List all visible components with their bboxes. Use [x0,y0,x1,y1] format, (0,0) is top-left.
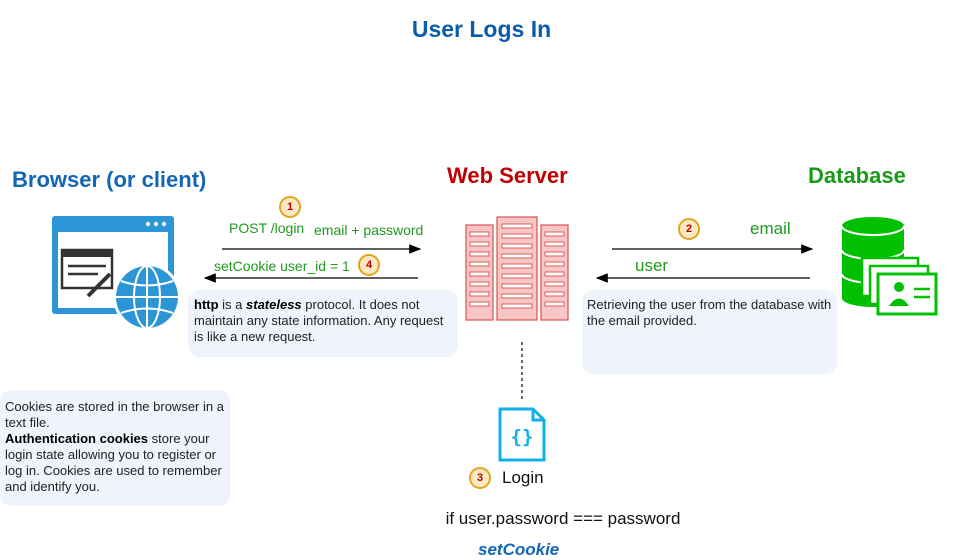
http-note: http is a stateless protocol. It does no… [188,290,458,357]
cookies-note-line1: Cookies are stored in the browser in a t… [5,399,224,430]
password-check-condition: if user.password === password [445,509,681,528]
step-4-label: setCookie user_id = 1 [214,258,350,274]
database-cards-icon [841,217,938,316]
db-return-label: user [635,256,669,275]
cookies-note: Cookies are stored in the browser in a t… [0,390,230,506]
browser-globe-icon [52,216,181,331]
step-1-payload: email + password [314,222,424,238]
step-1-label: POST /login [229,220,305,236]
cookies-note-strong: Authentication cookies [5,431,149,446]
step-4-badge: 4 [358,254,380,276]
http-note-strong: http [194,297,219,312]
server-heading: Web Server [447,163,568,188]
http-note-rest: protocol. It does not maintain any state… [194,297,444,344]
database-heading: Database [808,163,906,188]
step-1-badge: 1 [279,196,301,218]
step-2-label: email [750,219,791,238]
diagram-title: User Logs In [411,16,552,42]
step-3-badge: 3 [469,467,491,489]
browser-heading: Browser (or client) [12,167,207,192]
http-note-em: stateless [246,297,302,312]
svg-text:{}: {} [511,426,534,448]
step-2-badge: 2 [678,218,700,240]
server-rack-icon [465,216,569,321]
http-note-is-a: is a [218,297,247,312]
set-cookie-action: setCookie [478,540,560,559]
step-3-label: Login [502,468,544,487]
db-note: Retrieving the user from the database wi… [582,290,837,374]
cookies-note-rest: store your login state allowing you to r… [5,431,222,494]
code-file-icon: {} [498,407,546,462]
